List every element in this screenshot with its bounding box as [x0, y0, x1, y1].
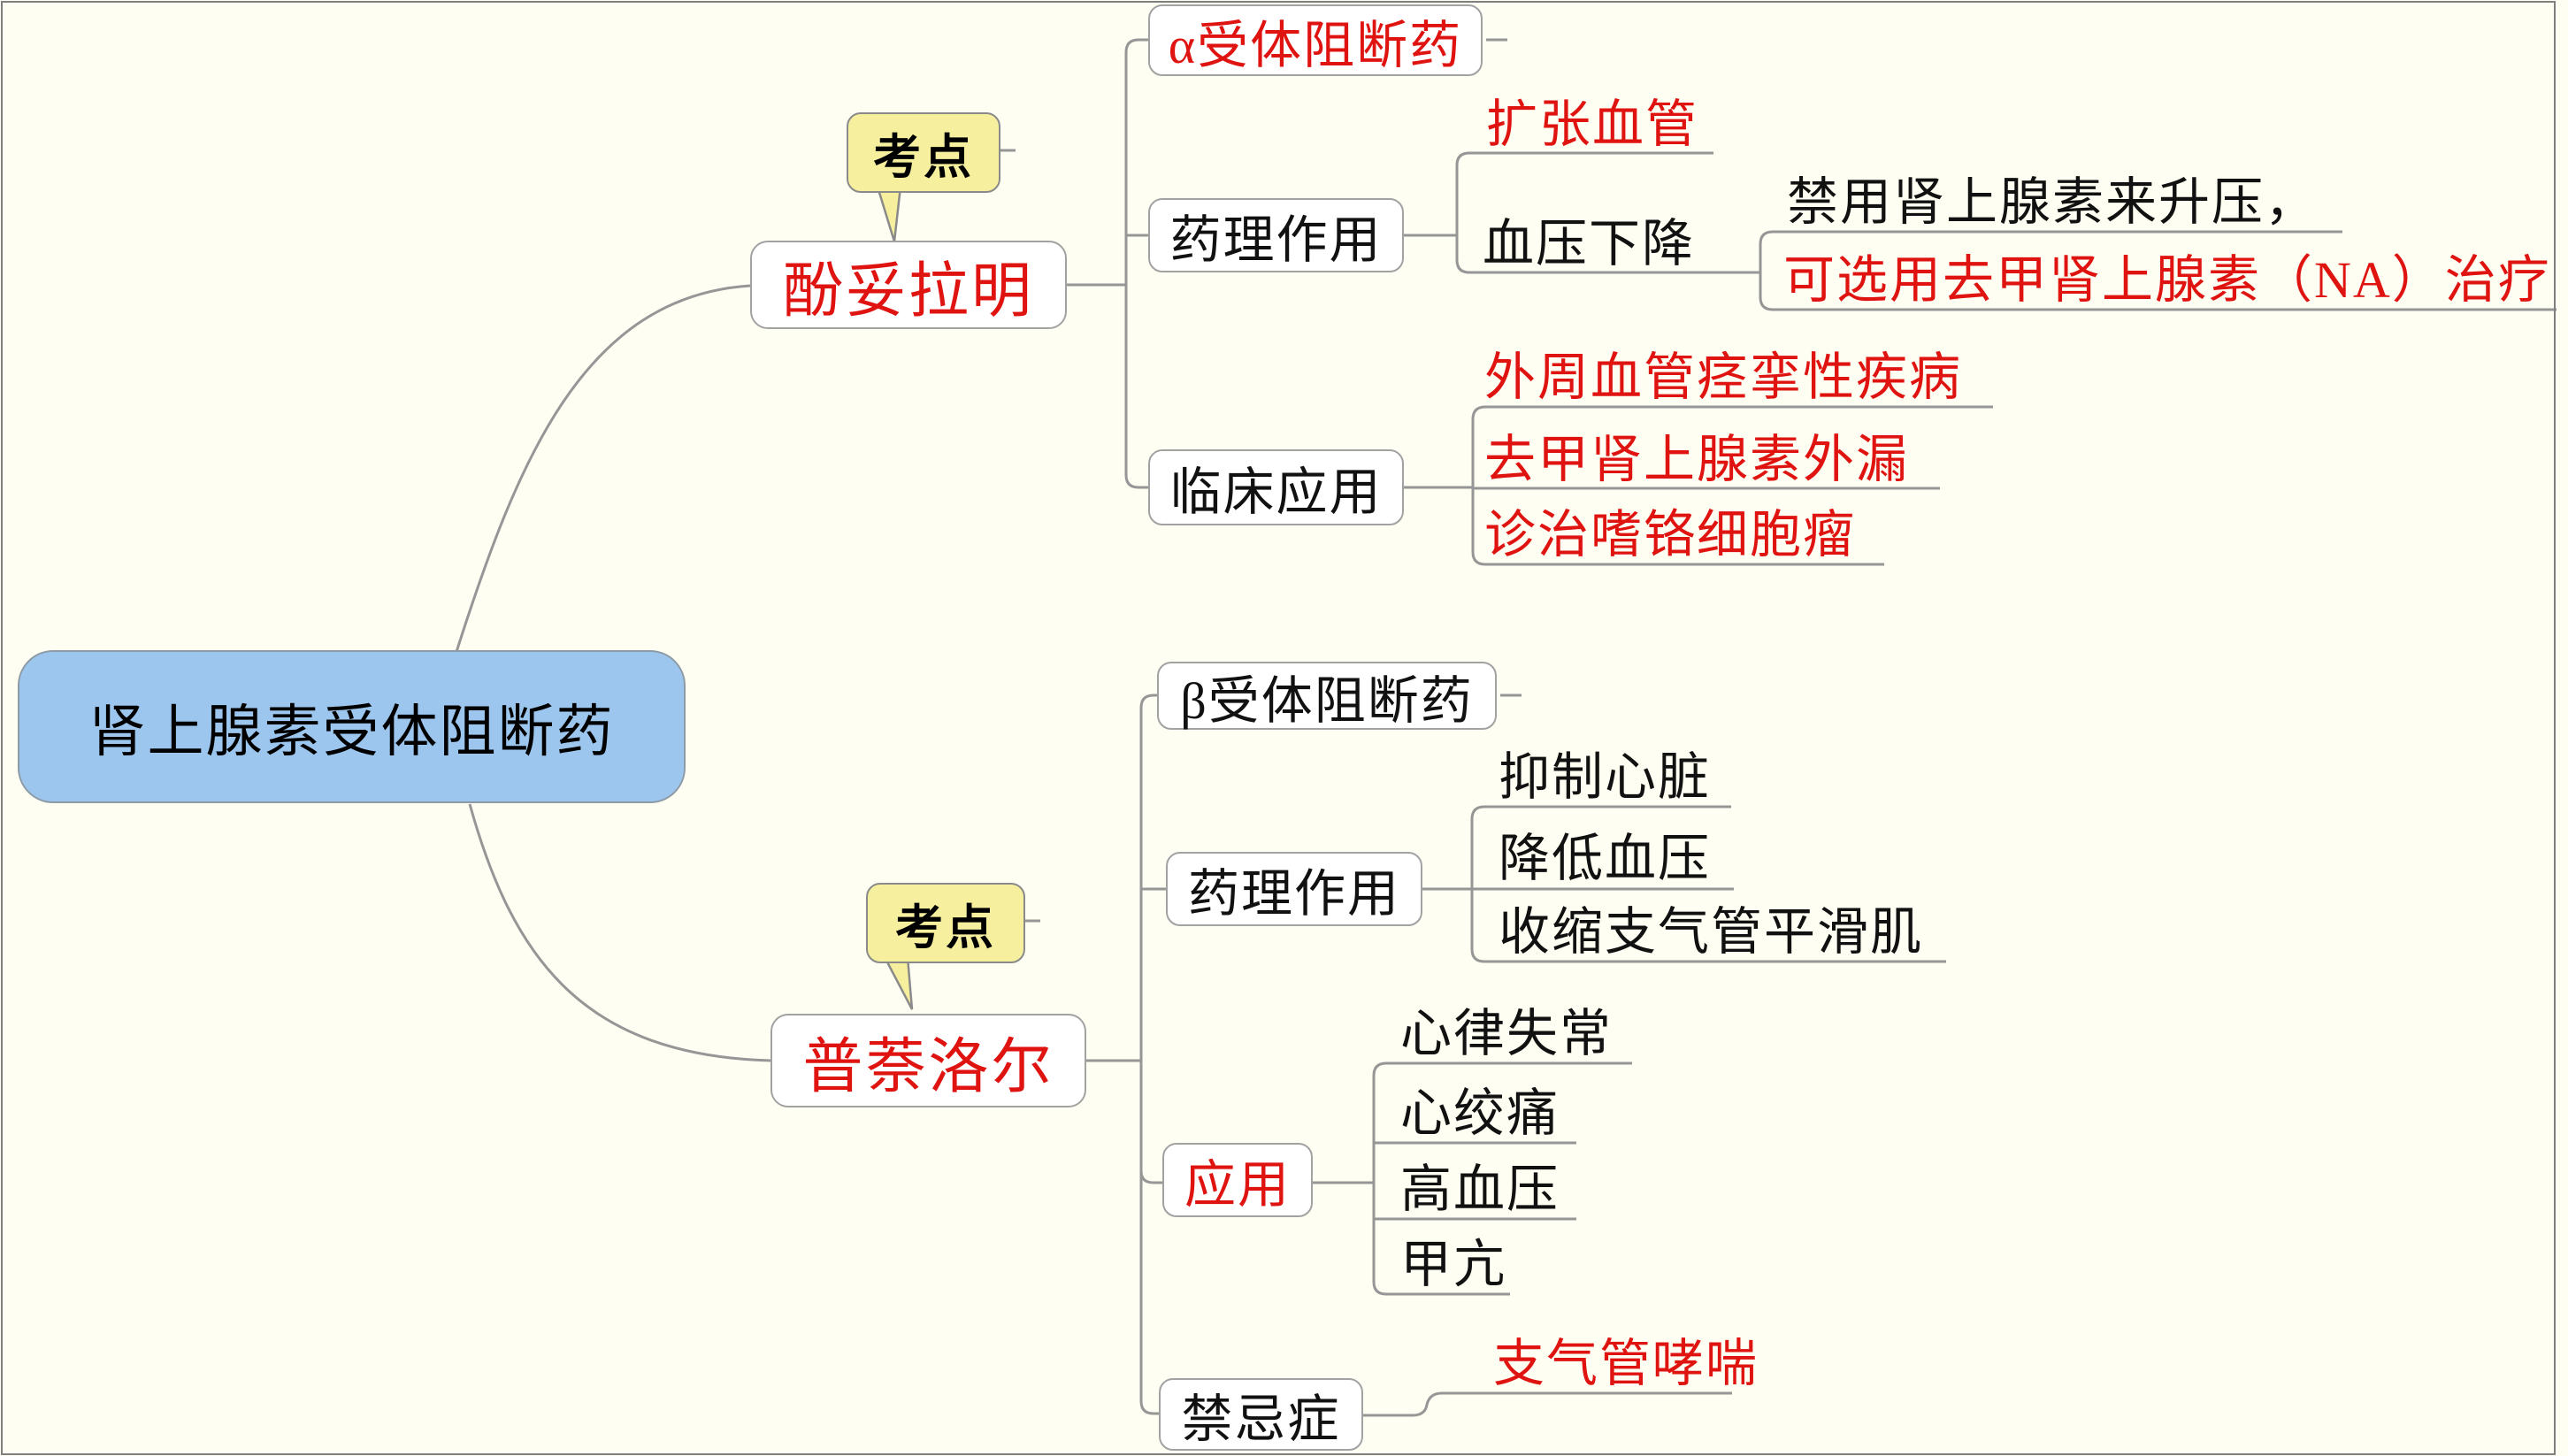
topic-punailuoer[interactable]: 普萘洛尔	[770, 1014, 1086, 1107]
callout-tail-1	[876, 185, 902, 242]
topic-2-label: 普萘洛尔	[802, 1032, 1054, 1100]
node-bronchoconstrict[interactable]: 收缩支气管平滑肌	[1499, 907, 1923, 958]
lower-bp-label: 降低血压	[1499, 830, 1712, 887]
bracket-pharm2	[1470, 805, 1485, 963]
contraindication-label: 禁忌症	[1181, 1391, 1341, 1448]
node-alpha-blocker[interactable]: α受体阻断药	[1148, 4, 1483, 76]
edge-root-to-fentuolaming	[454, 284, 751, 655]
spine-branch2	[1139, 694, 1159, 1415]
node-dilate-vessels[interactable]: 扩张血管	[1486, 99, 1698, 150]
na-treatment-label: 可选用去甲肾上腺素（NA）治疗	[1783, 251, 2551, 309]
pharm-action-2-label: 药理作用	[1187, 865, 1400, 923]
bp-drop-label: 血压下降	[1483, 215, 1696, 272]
arrhythmia-label: 心律失常	[1400, 1005, 1614, 1062]
callout-2-label: 考点	[895, 901, 996, 954]
callout-1-label: 考点	[873, 131, 974, 184]
bracket-bp-drop	[1759, 230, 1774, 311]
node-lower-bp[interactable]: 降低血压	[1499, 833, 1711, 885]
node-hypertension[interactable]: 高血压	[1400, 1164, 1560, 1215]
dilate-vessels-label: 扩张血管	[1486, 96, 1699, 153]
hypertension-label: 高血压	[1400, 1161, 1560, 1218]
application-label: 应用	[1184, 1156, 1291, 1214]
node-pheochromocytoma[interactable]: 诊治嗜铬细胞瘤	[1484, 510, 1856, 561]
na-leak-label: 去甲肾上腺素外漏	[1484, 431, 1910, 488]
node-na-leak[interactable]: 去甲肾上腺素外漏	[1484, 434, 1909, 486]
alpha-blocker-label: α受体阻断药	[1168, 16, 1463, 74]
pharm-action-1-label: 药理作用	[1169, 211, 1383, 269]
node-pharm-action-2[interactable]: 药理作用	[1166, 852, 1422, 926]
bracket-apply	[1372, 1061, 1387, 1296]
root-label: 肾上腺素受体阻断药	[88, 700, 615, 763]
node-hyperthyroidism[interactable]: 甲亢	[1400, 1239, 1506, 1291]
node-application[interactable]: 应用	[1162, 1143, 1313, 1217]
root-node[interactable]: 肾上腺素受体阻断药	[18, 650, 686, 803]
clinical-use-label: 临床应用	[1169, 464, 1383, 521]
node-arrhythmia[interactable]: 心律失常	[1400, 1008, 1613, 1060]
callout-tail-2	[882, 955, 914, 1010]
node-inhibit-heart[interactable]: 抑制心脏	[1499, 752, 1711, 803]
inhibit-heart-label: 抑制心脏	[1499, 748, 1712, 806]
forbid-adrenaline-label: 禁用肾上腺素来升压，	[1787, 173, 2319, 231]
node-beta-blocker[interactable]: β受体阻断药	[1157, 662, 1497, 730]
node-angina[interactable]: 心绞痛	[1400, 1088, 1560, 1139]
node-asthma[interactable]: 支气管哮喘	[1493, 1338, 1759, 1390]
bracket-pharm1	[1455, 151, 1470, 274]
peripheral-spasm-label: 外周血管痉挛性疾病	[1484, 349, 1963, 406]
node-clinical-use[interactable]: 临床应用	[1148, 449, 1404, 525]
node-contraindication[interactable]: 禁忌症	[1159, 1378, 1363, 1451]
edge-root-to-punailuoer	[468, 803, 771, 1062]
bracket-clinical	[1471, 405, 1486, 566]
spine-branch1	[1124, 38, 1148, 489]
node-peripheral-spasm[interactable]: 外周血管痉挛性疾病	[1484, 352, 1962, 403]
callout-kaodian-1[interactable]: 考点	[847, 112, 1000, 193]
node-na-treatment[interactable]: 可选用去甲肾上腺素（NA）治疗	[1783, 255, 2551, 306]
hyperthyroidism-label: 甲亢	[1400, 1236, 1507, 1293]
topic-fentuolaming[interactable]: 酚妥拉明	[750, 241, 1067, 329]
bronchoconstrict-label: 收缩支气管平滑肌	[1499, 903, 1924, 961]
pheochromocytoma-label: 诊治嗜铬细胞瘤	[1484, 506, 1857, 563]
node-bp-drop[interactable]: 血压下降	[1483, 218, 1695, 270]
node-pharm-action-1[interactable]: 药理作用	[1148, 198, 1404, 272]
asthma-label: 支气管哮喘	[1493, 1335, 1759, 1392]
edge-contra-asthma	[1363, 1391, 1732, 1417]
callout-kaodian-2[interactable]: 考点	[866, 883, 1025, 963]
beta-blocker-label: β受体阻断药	[1180, 671, 1474, 730]
angina-label: 心绞痛	[1400, 1084, 1560, 1142]
node-forbid-adrenaline[interactable]: 禁用肾上腺素来升压，	[1787, 177, 2318, 228]
topic-1-label: 酚妥拉明	[782, 257, 1034, 325]
edge-spine-apply	[1139, 1170, 1162, 1184]
